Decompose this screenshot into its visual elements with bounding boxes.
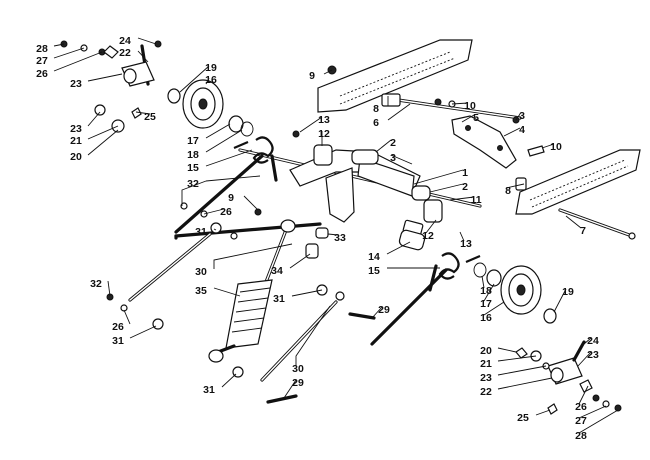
shock-absorber — [208, 219, 296, 363]
callout-2: 2 — [462, 181, 468, 193]
callout-7: 7 — [580, 225, 586, 237]
bearing-19-left — [167, 88, 181, 104]
callout-26: 26 — [36, 68, 48, 80]
leader-lines — [53, 37, 619, 434]
callout-12: 12 — [422, 230, 434, 242]
lower-link-rod-left — [128, 232, 212, 302]
callout-20: 20 — [70, 151, 82, 163]
callout-29: 29 — [378, 304, 390, 316]
front-shaft — [381, 93, 522, 120]
callout-24: 24 — [119, 35, 131, 47]
callout-22: 22 — [119, 47, 131, 59]
callout-13: 13 — [318, 114, 330, 126]
callout-15: 15 — [187, 162, 199, 174]
callout-31: 31 — [203, 384, 215, 396]
snap-ring-18-left — [240, 121, 254, 137]
rear-bracket — [451, 115, 517, 169]
callout-18: 18 — [187, 149, 199, 161]
callout-31: 31 — [195, 226, 207, 238]
callout-14: 14 — [368, 251, 380, 263]
callout-23: 23 — [70, 78, 82, 90]
callout-3: 3 — [390, 152, 396, 164]
callout-8: 8 — [505, 185, 511, 197]
callout-29: 29 — [292, 377, 304, 389]
snap-ring-18-right — [473, 262, 487, 278]
torsion-spring-left — [174, 136, 278, 234]
callout-27: 27 — [36, 55, 48, 67]
callout-16: 16 — [205, 74, 217, 86]
callout-3: 3 — [519, 110, 525, 122]
callout-16: 16 — [480, 312, 492, 324]
callout-23: 23 — [587, 349, 599, 361]
callout-28: 28 — [36, 43, 48, 55]
bearing-17-right — [486, 269, 502, 287]
axle-block-right — [547, 357, 583, 385]
axle-block-left — [121, 61, 155, 87]
callout-30: 30 — [292, 363, 304, 375]
callout-17: 17 — [480, 298, 492, 310]
callout-33: 33 — [334, 232, 346, 244]
idler-wheel-right — [500, 265, 542, 315]
callout-9: 9 — [309, 70, 315, 82]
callout-31: 31 — [112, 335, 124, 347]
callout-25: 25 — [144, 111, 156, 123]
callout-5: 5 — [473, 112, 479, 124]
hardware-right — [292, 65, 622, 415]
callout-26: 26 — [112, 321, 124, 333]
callout-31: 31 — [273, 293, 285, 305]
callout-13: 13 — [460, 238, 472, 250]
callout-10: 10 — [550, 141, 562, 153]
callout-23: 23 — [70, 123, 82, 135]
callout-34: 34 — [271, 265, 283, 277]
spacer-33 — [315, 227, 329, 239]
spacer-14 — [398, 229, 426, 251]
bushing-12-right — [423, 199, 443, 223]
callout-24: 24 — [587, 335, 599, 347]
upper-link-rod-left — [174, 222, 322, 240]
spacer-2-top — [351, 149, 379, 165]
callout-19: 19 — [205, 62, 217, 74]
callout-11: 11 — [470, 194, 481, 206]
spacer-2-right — [411, 185, 431, 201]
idler-wheel-left — [182, 79, 224, 129]
callout-18: 18 — [480, 285, 492, 297]
callout-8: 8 — [373, 103, 379, 115]
callout-32: 32 — [187, 178, 199, 190]
callout-26: 26 — [220, 206, 232, 218]
callout-2: 2 — [390, 137, 396, 149]
callout-17: 17 — [187, 135, 199, 147]
callout-22: 22 — [480, 386, 492, 398]
lower-rail — [515, 149, 641, 215]
torsion-spring-right — [370, 252, 481, 346]
callout-1: 1 — [462, 167, 468, 179]
callout-25: 25 — [517, 412, 529, 424]
callout-10: 10 — [464, 100, 476, 112]
rear-shaft — [558, 208, 636, 240]
callout-21: 21 — [70, 135, 82, 147]
callout-26: 26 — [575, 401, 587, 413]
callout-35: 35 — [195, 285, 207, 297]
callout-9: 9 — [228, 192, 234, 204]
callout-19: 19 — [562, 286, 574, 298]
callout-6: 6 — [373, 117, 379, 129]
callout-4: 4 — [519, 124, 525, 136]
callout-30: 30 — [195, 266, 207, 278]
callout-12: 12 — [318, 128, 330, 140]
callout-28: 28 — [575, 430, 587, 442]
callout-32: 32 — [90, 278, 102, 290]
bushing-12-top — [313, 144, 333, 166]
bearing-19-right — [543, 308, 557, 324]
callout-20: 20 — [480, 345, 492, 357]
callout-27: 27 — [575, 415, 587, 427]
callout-21: 21 — [480, 358, 492, 370]
upper-rail — [317, 39, 473, 113]
callout-15: 15 — [368, 265, 380, 277]
callout-23: 23 — [480, 372, 492, 384]
